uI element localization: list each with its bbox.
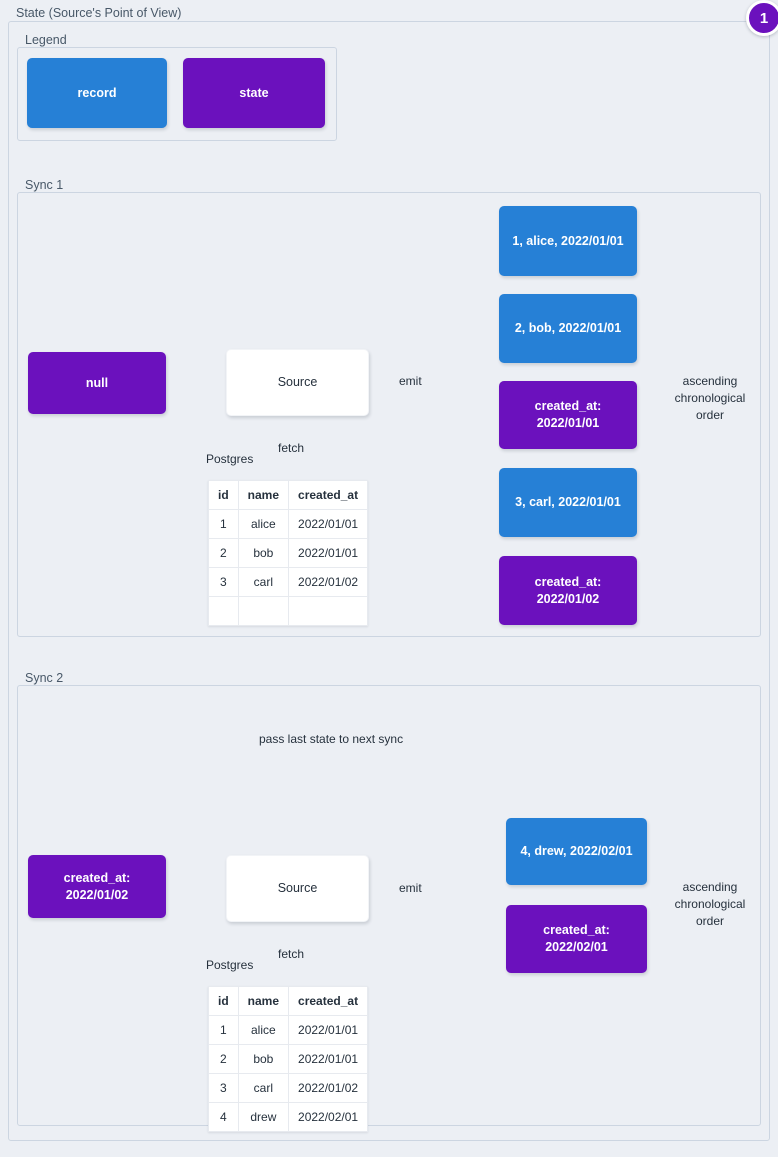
- column-header-id: id: [208, 986, 239, 1016]
- cell-id: 2: [208, 1044, 239, 1074]
- sync1-emitted-record-2: 2, bob, 2022/01/01: [499, 294, 637, 363]
- cell-name: alice: [237, 1015, 290, 1045]
- sync1-emit-label: emit: [396, 374, 425, 389]
- sync1-frame: [17, 192, 761, 637]
- sync2-emitted-state-1: created_at: 2022/02/01: [506, 905, 647, 973]
- legend-title: Legend: [21, 33, 71, 47]
- table-row: 1 alice 2022/01/01: [208, 509, 369, 539]
- sync1-postgres-table: id name created_at 1 alice 2022/01/01 2 …: [208, 480, 369, 626]
- cell-name: [237, 596, 290, 626]
- sync2-input-state-node: created_at: 2022/01/02: [28, 855, 166, 918]
- table-row: 1 alice 2022/01/01: [208, 1015, 369, 1045]
- cell-name: bob: [237, 538, 290, 568]
- cell-created-at: 2022/02/01: [288, 1102, 369, 1132]
- cell-name: alice: [237, 509, 290, 539]
- sync2-fetch-label: fetch: [275, 947, 308, 962]
- sync1-input-state-node: null: [28, 352, 166, 414]
- sync1-emitted-state-1: created_at: 2022/01/01: [499, 381, 637, 449]
- table-row: 2 bob 2022/01/01: [208, 1044, 369, 1074]
- cell-created-at: 2022/01/02: [288, 567, 369, 597]
- sync1-source-node: Source: [226, 349, 369, 416]
- sync1-db-caption: Postgres: [206, 452, 254, 466]
- diagram-title: State (Source's Point of View): [12, 6, 186, 20]
- cell-id: 3: [208, 1073, 239, 1103]
- sync1-fetch-label: fetch: [275, 441, 308, 456]
- legend-swatch-state: state: [183, 58, 325, 128]
- table-row: 2 bob 2022/01/01: [208, 538, 369, 568]
- cell-id: 2: [208, 538, 239, 568]
- cell-id: 3: [208, 567, 239, 597]
- sync1-emitted-record-3: 3, carl, 2022/01/01: [499, 468, 637, 537]
- table-header-row: id name created_at: [208, 480, 369, 510]
- table-row: 3 carl 2022/01/02: [208, 567, 369, 597]
- cell-name: carl: [237, 567, 290, 597]
- step-badge[interactable]: 1: [746, 0, 778, 36]
- column-header-created-at: created_at: [288, 480, 369, 510]
- sync2-title: Sync 2: [21, 671, 68, 685]
- column-header-name: name: [237, 480, 290, 510]
- table-row: 3 carl 2022/01/02: [208, 1073, 369, 1103]
- sync2-order-label: ascending chronological order: [661, 878, 759, 931]
- cell-created-at: [288, 596, 369, 626]
- cell-name: drew: [237, 1102, 290, 1132]
- cell-id: [208, 596, 239, 626]
- sync1-emitted-state-2: created_at: 2022/01/02: [499, 556, 637, 625]
- column-header-name: name: [237, 986, 290, 1016]
- cell-created-at: 2022/01/01: [288, 1015, 369, 1045]
- sync2-db-caption: Postgres: [206, 958, 254, 972]
- cell-created-at: 2022/01/01: [288, 509, 369, 539]
- column-header-created-at: created_at: [288, 986, 369, 1016]
- sync2-source-node: Source: [226, 855, 369, 922]
- pass-state-label: pass last state to next sync: [256, 732, 407, 747]
- sync1-title: Sync 1: [21, 178, 68, 192]
- cell-created-at: 2022/01/01: [288, 1044, 369, 1074]
- sync2-emitted-record-1: 4, drew, 2022/02/01: [506, 818, 647, 885]
- cell-id: 1: [208, 509, 239, 539]
- cell-created-at: 2022/01/01: [288, 538, 369, 568]
- cell-created-at: 2022/01/02: [288, 1073, 369, 1103]
- sync1-emitted-record-1: 1, alice, 2022/01/01: [499, 206, 637, 276]
- sync2-emit-label: emit: [396, 881, 425, 896]
- column-header-id: id: [208, 480, 239, 510]
- legend-swatch-record: record: [27, 58, 167, 128]
- table-row: 4 drew 2022/02/01: [208, 1102, 369, 1132]
- cell-id: 1: [208, 1015, 239, 1045]
- table-header-row: id name created_at: [208, 986, 369, 1016]
- cell-name: bob: [237, 1044, 290, 1074]
- cell-id: 4: [208, 1102, 239, 1132]
- table-row-empty: [208, 596, 369, 626]
- sync2-postgres-table: id name created_at 1 alice 2022/01/01 2 …: [208, 986, 369, 1132]
- sync1-order-label: ascending chronological order: [661, 372, 759, 425]
- cell-name: carl: [237, 1073, 290, 1103]
